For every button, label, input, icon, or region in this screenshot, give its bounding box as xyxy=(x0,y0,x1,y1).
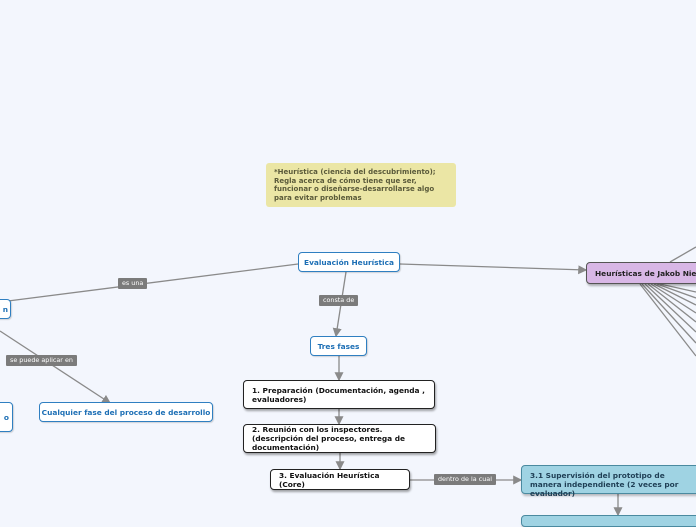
connector-label-dentro-de-la-cual: dentro de la cual xyxy=(434,474,496,485)
node-fase-1-preparacion[interactable]: 1. Preparación (Documentación, agenda , … xyxy=(243,380,435,409)
connector-label-es-una: es una xyxy=(118,278,148,289)
edge-left-cualquier xyxy=(0,330,112,404)
node-fase-2-reunion[interactable]: 2. Reunión con los inspectores. (descrip… xyxy=(243,424,436,453)
connector-label-consta-de: consta de xyxy=(319,295,359,306)
node-left-partial-lower[interactable]: o xyxy=(0,402,13,432)
node-cualquier-fase[interactable]: Cualquier fase del proceso de desarrollo xyxy=(39,402,213,422)
node-fase-3-evaluacion[interactable]: 3. Evaluación Heurística (Core) xyxy=(270,469,410,490)
edge-root-nielsen xyxy=(399,263,588,275)
connector-label-se-puede-aplicar-en: se puede aplicar en xyxy=(6,355,77,366)
node-teal-below-partial[interactable] xyxy=(521,515,696,527)
root-node-evaluacion-heuristica[interactable]: Evaluación Heurística xyxy=(298,252,400,272)
node-left-partial-upper[interactable]: n xyxy=(0,299,11,319)
node-3-1-supervision[interactable]: 3.1 Supervisión del prototipo de manera … xyxy=(521,465,696,498)
node-heuristicas-nielsen[interactable]: Heurísticas de Jakob Nielsen xyxy=(586,262,696,284)
node-tres-fases[interactable]: Tres fases xyxy=(310,336,367,356)
definition-note: *Heurística (ciencia del descubrimiento)… xyxy=(266,163,456,207)
edge-root-left xyxy=(7,263,299,302)
